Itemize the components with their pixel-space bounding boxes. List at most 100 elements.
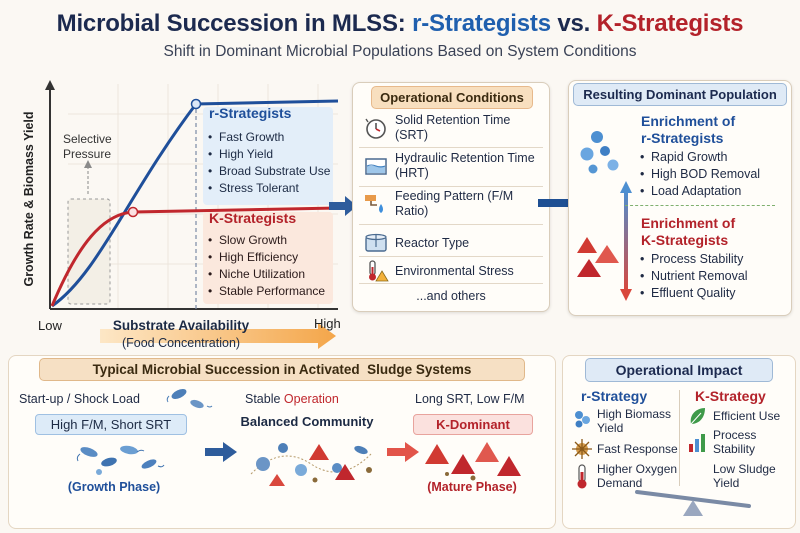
thermometer-icon [577, 464, 587, 489]
conditions-header: Operational Conditions [371, 86, 533, 109]
succession-header: Typical Microbial Succession in Activate… [39, 358, 525, 381]
k-enrichment-line1: Enrichment of [641, 215, 736, 231]
thermometer-warning-icon [369, 260, 389, 282]
k-result-list: Process Stability Nutrient Removal Efflu… [639, 251, 748, 302]
feed-icon [365, 195, 383, 213]
r-enrichment: Enrichment of r-Strategists [641, 113, 735, 147]
transition-line [625, 205, 775, 206]
fast-response-icon [572, 439, 592, 459]
stage3-top: Long SRT, Low F/M [415, 392, 525, 406]
r-box-item: Broad Substrate Use [207, 163, 330, 180]
condition-feeding: Feeding Pattern (F/M Ratio) [363, 189, 545, 219]
r-result-item: Rapid Growth [639, 149, 760, 166]
stage2-community-icon [250, 443, 372, 486]
impact-r-item: Higher Oxygen Demand [597, 462, 678, 490]
r-result-item: Load Adaptation [639, 183, 760, 200]
impact-k-item: Low Sludge Yield [713, 462, 776, 490]
impact-header: Operational Impact [585, 358, 773, 382]
k-enrichment: Enrichment of K-Strategists [641, 215, 735, 249]
selective-pressure-zone [67, 198, 111, 305]
condition-label: Environmental Stress [395, 264, 514, 278]
operational-conditions-panel: Operational Conditions Solid Retention T… [352, 82, 550, 312]
r-box-item: Fast Growth [207, 129, 330, 146]
clock-icon [365, 118, 386, 139]
tank-icon [365, 158, 387, 175]
impact-panel: Operational Impact r-Strategy K-Strategy… [562, 355, 796, 529]
r-enrichment-line2: r-Strategists [641, 130, 724, 146]
stage-arrow-2 [387, 442, 419, 462]
stage1-top: Start-up / Shock Load [19, 392, 140, 406]
r-box-item: Stress Tolerant [207, 180, 330, 197]
condition-label: Solid Retention Time (SRT) [395, 113, 511, 142]
k-cells-icon [577, 237, 619, 277]
conditions-more: ...and others [416, 289, 486, 303]
k-box-list: Slow Growth High Efficiency Niche Utiliz… [207, 232, 325, 300]
impact-r-item: High Biomass Yield [597, 407, 672, 435]
stage1-caption: (Growth Phase) [67, 480, 161, 494]
divider [359, 224, 543, 225]
growth-graph: Growth Rate & Biomass Yield Selective Pr… [8, 74, 348, 364]
k-enrichment-line2: K-Strategists [641, 232, 729, 248]
stage2-box: Balanced Community [240, 414, 374, 429]
divider [359, 186, 543, 187]
r-cells-icon [580, 131, 619, 174]
divider [359, 283, 543, 284]
condition-label: Feeding Pattern (F/M Ratio) [395, 189, 514, 218]
k-result-item: Process Stability [639, 251, 748, 268]
balance-icon [635, 490, 751, 516]
page-subtitle: Shift in Dominant Microbial Populations … [163, 43, 637, 60]
stage3-box: K-Dominant [413, 414, 533, 435]
r-box-list: Fast Growth High Yield Broad Substrate U… [207, 129, 330, 197]
r-enrichment-line1: Enrichment of [641, 113, 736, 129]
x-high-label: High [314, 316, 341, 331]
biomass-icon [575, 411, 590, 428]
stage2-top-a: Stable [245, 392, 284, 406]
impact-r-item: Fast Response [597, 442, 678, 456]
r-strategist-box: r-Strategists Fast Growth High Yield Bro… [203, 105, 333, 205]
succession-panel: Typical Microbial Succession in Activate… [8, 355, 556, 529]
substrate-arrow [100, 323, 336, 349]
r-curve-marker [190, 98, 202, 110]
title-prefix: Microbial Succession in MLSS: [56, 10, 413, 37]
title-vs: vs. [550, 10, 597, 37]
arrow-to-conditions [329, 196, 357, 216]
x-low-label: Low [38, 318, 62, 333]
condition-reactor: Reactor Type [363, 231, 545, 255]
stage1-box: High F/M, Short SRT [35, 414, 187, 435]
condition-label: Hydraulic Retention Time (HRT) [395, 151, 535, 180]
selective-pressure-label: Selective Pressure [63, 132, 112, 161]
stage3-caption: (Mature Phase) [427, 480, 517, 494]
k-curve-marker [127, 206, 139, 218]
y-axis-arrow [45, 80, 55, 90]
graph-svg [45, 80, 339, 349]
condition-label: Reactor Type [395, 236, 470, 250]
impact-k-item: Efficient Use [713, 409, 781, 423]
k-result-item: Effluent Quality [639, 285, 748, 302]
title-r: r-Strategists [412, 10, 551, 37]
reactor-icon [365, 233, 387, 252]
title-k: K-Strategists [596, 10, 744, 37]
divider [359, 256, 543, 257]
r-box-title: r-Strategists [209, 105, 292, 121]
leaf-icon [690, 408, 705, 425]
x-axis-sublabel: (Food Concentration) [121, 336, 241, 350]
x-axis-label: Substrate Availability [112, 318, 250, 333]
result-header: Resulting Dominant Population [573, 83, 787, 106]
r-result-item: High BOD Removal [639, 166, 760, 183]
stage2-top: Stable Operation [245, 392, 339, 406]
k-box-item: Niche Utilization [207, 266, 325, 283]
impact-divider [679, 390, 680, 486]
impact-k-item: Process Stability [713, 428, 757, 456]
condition-srt: Solid Retention Time (SRT) [363, 113, 545, 143]
page-title: Microbial Succession in MLSS: r-Strategi… [0, 10, 800, 38]
r-box-item: High Yield [207, 146, 330, 163]
k-strategist-box: K-Strategists Slow Growth High Efficienc… [203, 210, 333, 304]
k-box-title: K-Strategists [209, 210, 297, 226]
condition-stress: Environmental Stress [363, 259, 545, 283]
k-box-item: Stable Performance [207, 283, 325, 300]
k-box-item: High Efficiency [207, 249, 325, 266]
y-axis-label: Growth Rate & Biomass Yield [22, 111, 36, 287]
bar-chart-icon [689, 434, 705, 452]
shift-arrow [620, 181, 632, 301]
impact-k-title: K-Strategy [695, 388, 766, 404]
